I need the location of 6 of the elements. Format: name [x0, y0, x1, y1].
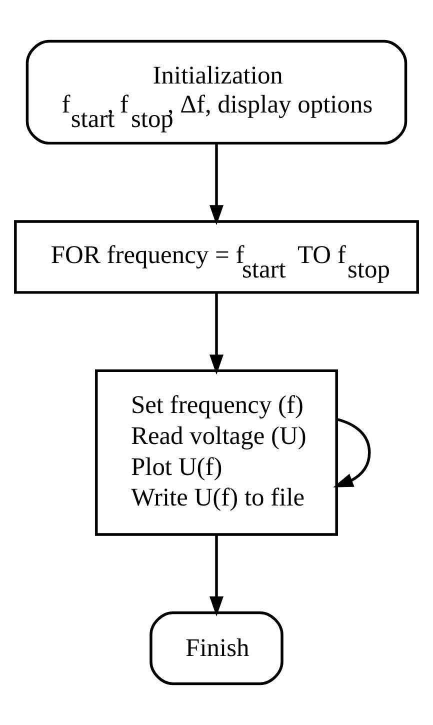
node-box: Finish	[150, 611, 284, 686]
arrow	[209, 534, 224, 616]
arrow	[333, 418, 371, 488]
node-box: Set frequency (f) Read voltage (U) Plot U(f) Write U(f) to file	[95, 369, 338, 536]
arrow	[209, 293, 224, 375]
arrow	[209, 143, 224, 226]
